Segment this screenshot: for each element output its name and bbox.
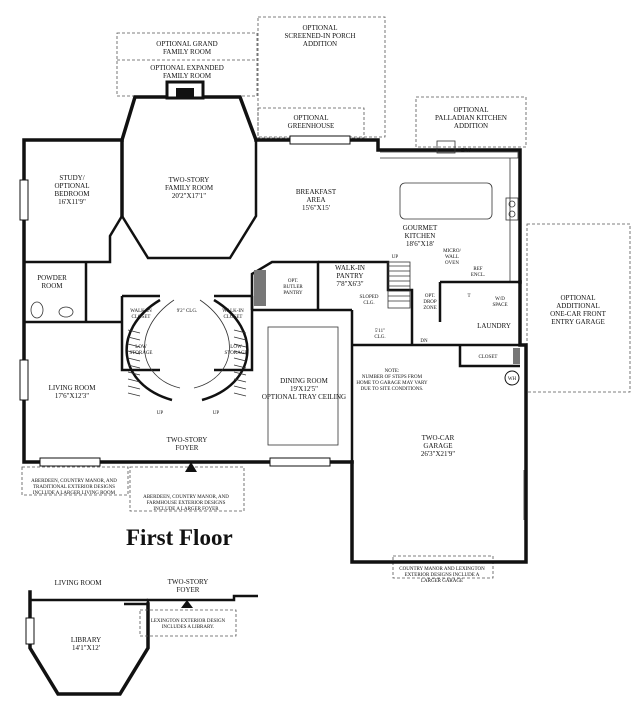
closet-left-wall — [120, 296, 160, 372]
opt-garage-outline — [526, 223, 631, 393]
cooktop-burner-1 — [508, 200, 516, 208]
kitchen-island — [399, 182, 493, 220]
cooktop — [505, 197, 519, 221]
label-rooms-clg-92: 9'2" CLG. — [177, 309, 197, 314]
label-rooms-laundry: LAUNDRY — [477, 322, 511, 330]
label-rooms-up-right: UP — [213, 411, 220, 416]
pantry-stair — [387, 261, 411, 309]
label-rooms-clg-511: 5'11"CLG. — [374, 329, 385, 340]
label-rooms-t-label: T — [467, 294, 470, 299]
exterior-wall-right — [350, 280, 528, 564]
window-study — [19, 179, 29, 221]
stair-left — [125, 298, 173, 402]
closet-dark — [513, 348, 520, 364]
pantry-stair-treads — [388, 265, 410, 302]
label-rooms-up-pantry: UP — [392, 255, 399, 260]
note-foyer-outline — [129, 466, 245, 512]
sink — [58, 306, 74, 318]
note-living-outline — [21, 466, 129, 496]
cooktop-burner-2 — [508, 210, 516, 218]
label-rooms-wh: WH — [508, 377, 517, 382]
front-door-marker — [185, 462, 197, 472]
fireplace-hearth — [176, 88, 194, 98]
window-living — [19, 359, 29, 401]
opt-palladian-outline — [415, 96, 527, 148]
window-breakfast — [289, 135, 351, 145]
family-room-wall — [120, 95, 259, 218]
inset-foyer-wall — [124, 594, 258, 606]
exterior-wall-top-left — [22, 138, 354, 464]
window-front-dining — [269, 457, 331, 467]
label-rooms-dw: DW — [461, 148, 471, 154]
pantry-shelf-dark — [254, 270, 266, 306]
stair-treads — [127, 329, 247, 397]
stair-right-inner — [193, 299, 230, 389]
plan-title: First Floor — [126, 525, 233, 550]
label-rooms-closet: CLOSET — [479, 355, 498, 360]
closet-garage-wall — [458, 345, 520, 368]
stair-left-inner — [144, 299, 181, 389]
exterior-wall-top — [254, 138, 522, 284]
inset-note-outline — [139, 609, 237, 637]
closet-right-wall — [214, 296, 254, 372]
dining-tray-ceiling — [267, 326, 339, 446]
inset-window-left — [25, 617, 35, 645]
study-wall — [24, 215, 124, 264]
opt-greenhouse-outline — [257, 107, 365, 139]
butler-wall — [250, 260, 320, 310]
inset-door-marker — [181, 600, 193, 608]
water-heater — [504, 370, 520, 386]
stair-right — [201, 298, 249, 402]
label-inset-living-room: LIVING ROOM — [55, 579, 103, 587]
toilet — [30, 301, 44, 319]
label-rooms-dn: DN — [420, 339, 428, 344]
window-front-left — [39, 457, 101, 467]
note-garage-outline — [392, 555, 494, 579]
kitchen-sink — [436, 140, 456, 154]
label-rooms-up-left: UP — [157, 411, 164, 416]
family-bottom-wall — [120, 140, 258, 260]
kitchen-counter-top — [380, 151, 519, 159]
